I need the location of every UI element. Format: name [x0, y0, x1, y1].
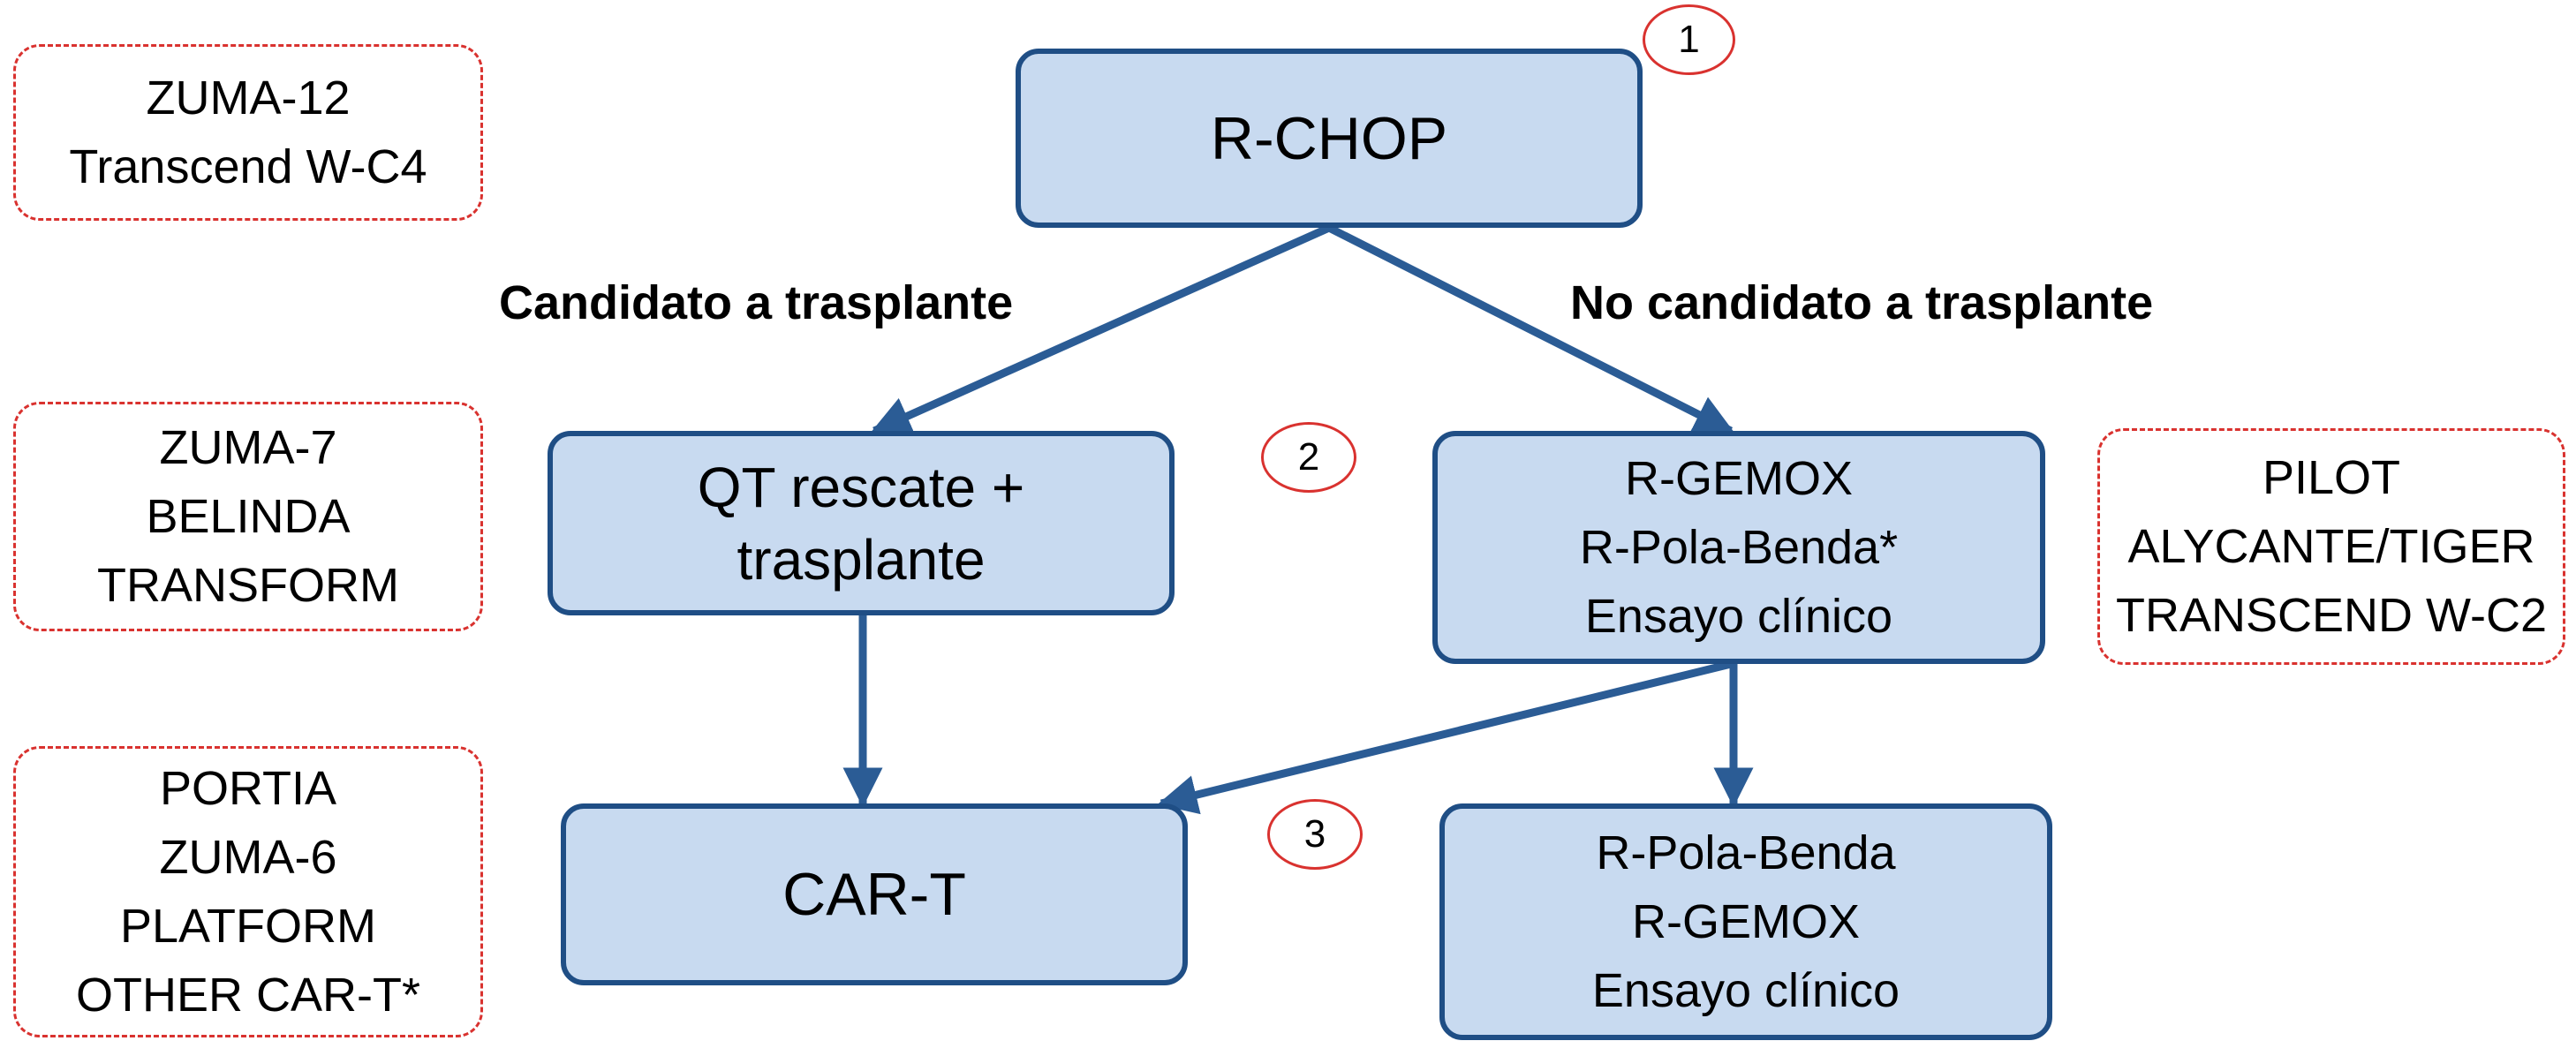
step-marker-3: 3 [1267, 799, 1363, 870]
arrow-rchop-to-qt [870, 223, 1331, 435]
trial-item: OTHER CAR-T* [76, 969, 420, 1022]
trial-item: ZUMA-12 [146, 72, 351, 124]
node-rpola-line-1: R-Pola-Benda [1596, 826, 1896, 879]
node-qt-line-1: QT rescate + [697, 455, 1025, 519]
node-rpola-options: R-Pola-Benda R-GEMOX Ensayo clínico [1439, 803, 2052, 1040]
trial-item: BELINDA [146, 490, 351, 543]
node-rpola-line-2: R-GEMOX [1631, 895, 1860, 948]
trials-second-line-transplant: ZUMA-7 BELINDA TRANSFORM [13, 402, 483, 631]
trial-item: ALYCANTE/TIGER [2127, 520, 2535, 573]
node-qt-rescate-trasplante: QT rescate + trasplante [548, 431, 1175, 615]
branch-label-not-transplant-candidate: No candidato a trasplante [1570, 276, 2154, 329]
arrow-rchop-to-rgemox [1326, 223, 1735, 435]
node-rpola-line-3: Ensayo clínico [1591, 964, 1900, 1017]
arrow-rgemox-to-cart [1157, 660, 1733, 815]
step-marker-2: 2 [1261, 422, 1356, 493]
node-rgemox-line-2: R-Pola-Benda* [1579, 521, 1899, 574]
branch-label-transplant-candidate: Candidato a trasplante [499, 276, 1014, 329]
node-qt-line-2: trasplante [737, 527, 986, 592]
node-rchop-label: R-CHOP [1210, 104, 1448, 172]
node-rgemox-line-1: R-GEMOX [1624, 452, 1853, 505]
trial-item: TRANSCEND W-C2 [2115, 589, 2548, 642]
trial-item: ZUMA-7 [159, 421, 337, 474]
trial-item: PLATFORM [119, 900, 376, 953]
trials-first-line: ZUMA-12 Transcend W-C4 [13, 44, 483, 221]
trial-item: ZUMA-6 [159, 831, 337, 884]
trial-item: PILOT [2262, 451, 2401, 504]
step-marker-1: 1 [1643, 4, 1735, 75]
trial-item: TRANSFORM [97, 559, 399, 612]
trial-item: Transcend W-C4 [69, 140, 427, 193]
node-rgemox-line-3: Ensayo clínico [1584, 590, 1893, 643]
trials-third-line: PORTIA ZUMA-6 PLATFORM OTHER CAR-T* [13, 746, 483, 1037]
node-cart: CAR-T [561, 803, 1188, 985]
node-rgemox-options: R-GEMOX R-Pola-Benda* Ensayo clínico [1432, 431, 2045, 664]
trial-item: PORTIA [159, 762, 337, 815]
node-rchop: R-CHOP [1016, 49, 1643, 228]
trials-second-line-no-transplant: PILOT ALYCANTE/TIGER TRANSCEND W-C2 [2097, 428, 2565, 665]
node-cart-label: CAR-T [782, 861, 966, 928]
